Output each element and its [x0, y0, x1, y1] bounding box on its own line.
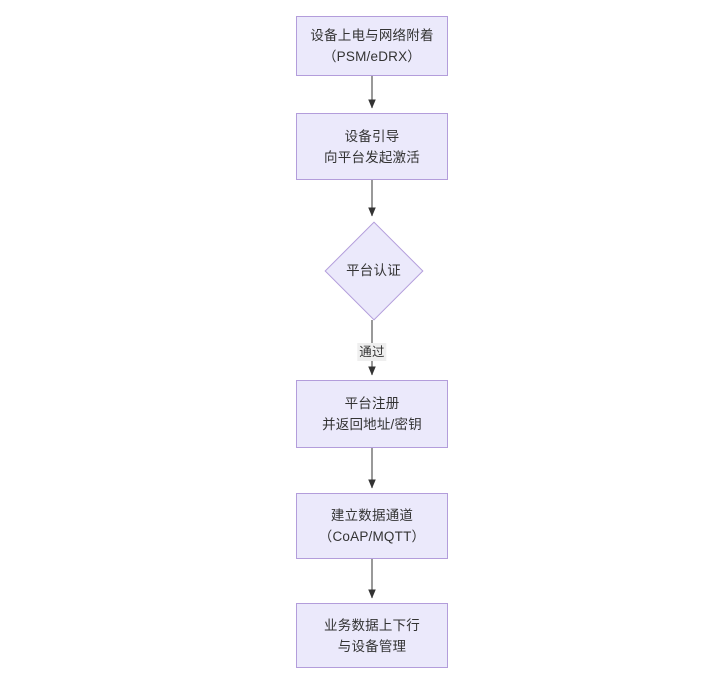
flow-node-line1: 设备上电与网络附着 [310, 28, 434, 43]
flow-node-platform-registration[interactable]: 平台注册 并返回地址/密钥 [296, 380, 448, 448]
flow-node-data-channel[interactable]: 建立数据通道 （CoAP/MQTT） [296, 493, 448, 559]
flow-node-business-data[interactable]: 业务数据上下行 与设备管理 [296, 603, 448, 668]
flow-node-line2: （PSM/eDRX） [322, 49, 422, 64]
flow-node-device-power-on[interactable]: 设备上电与网络附着 （PSM/eDRX） [296, 16, 448, 76]
flow-node-line2: 向平台发起激活 [324, 149, 420, 165]
flow-node-line1: 建立数据通道 [330, 508, 414, 523]
flow-node-line2: （CoAP/MQTT） [318, 529, 426, 544]
edge-label-pass: 通过 [357, 343, 387, 361]
flow-node-line1: 业务数据上下行 [324, 617, 420, 633]
flow-node-line1: 平台认证 [346, 262, 401, 278]
flow-node-line2: 并返回地址/密钥 [322, 417, 422, 432]
flow-node-line1: 平台注册 [344, 396, 400, 411]
flow-node-platform-auth-decision[interactable]: 平台认证 [324, 221, 423, 320]
flow-node-line2: 与设备管理 [337, 638, 407, 654]
flow-node-device-bootstrap[interactable]: 设备引导 向平台发起激活 [296, 113, 448, 180]
flow-node-line1: 设备引导 [344, 128, 400, 144]
